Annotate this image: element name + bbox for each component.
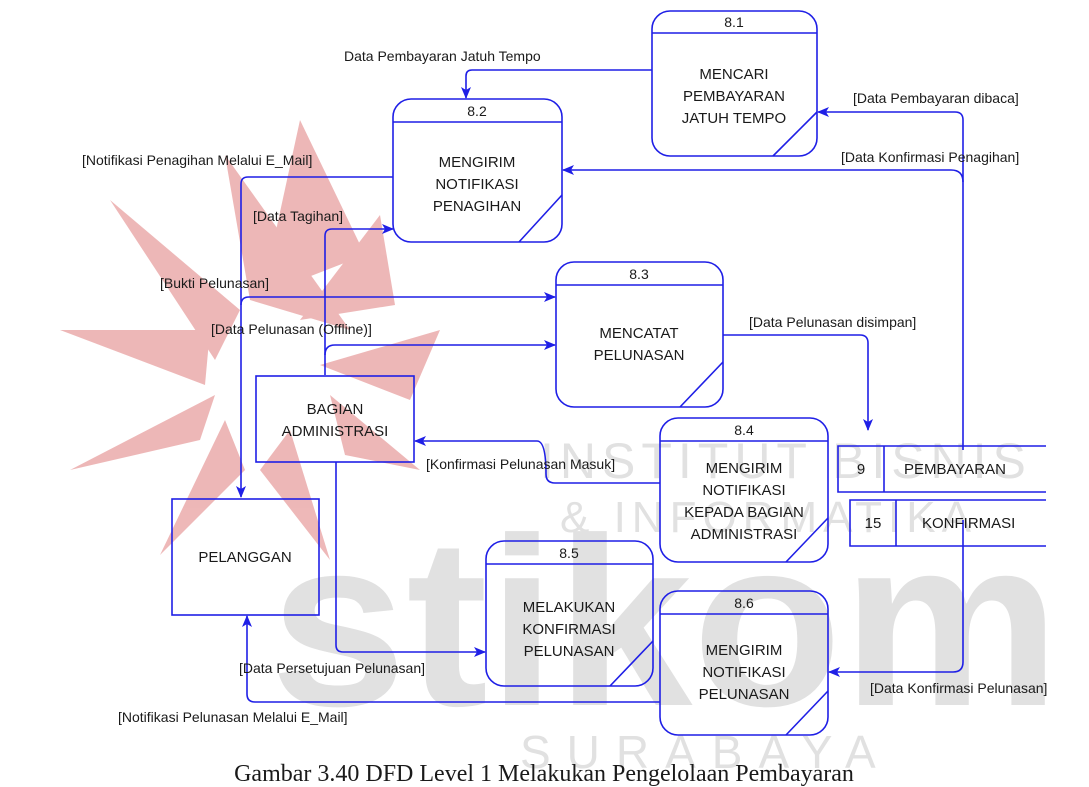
- process-label-line: KEPADA BAGIAN: [684, 504, 804, 521]
- datastore-name: PEMBAYARAN: [904, 461, 1006, 478]
- watermark-title: stikom: [270, 488, 1060, 756]
- flow-data-pembayaran-dibaca: [817, 107, 964, 450]
- flow-label: Data Pembayaran Jatuh Tempo: [344, 48, 541, 64]
- process-label-line: MENGIRIM: [439, 154, 516, 171]
- process-label-line: NOTIFIKASI: [435, 176, 518, 193]
- flow-data-pelunasan-offline: [324, 340, 556, 356]
- datastore-id: 9: [857, 461, 865, 478]
- flow-data-tagihan: [324, 224, 394, 375]
- process-id: 8.3: [629, 266, 649, 282]
- datastore-name: KONFIRMASI: [922, 515, 1015, 532]
- watermark-line2: & INFORMATIKA: [560, 493, 977, 542]
- process-label-line: JATUH TEMPO: [682, 110, 786, 127]
- process-label-line: PELUNASAN: [699, 686, 790, 703]
- flow-data-persetujuan-pelunasan: [335, 462, 486, 657]
- process-8-5: 8.5 MELAKUKAN KONFIRMASI PELUNASAN: [485, 540, 654, 687]
- process-id: 8.4: [734, 422, 754, 438]
- flow-label: [Data Konfirmasi Penagihan]: [841, 149, 1019, 165]
- watermark-wordmark: stikom INSTITUT BISNIS & INFORMATIKA SUR…: [270, 433, 1060, 778]
- process-id: 8.1: [724, 14, 744, 30]
- flow-konfirmasi-pelunasan-masuk: [414, 436, 660, 484]
- watermark: stikom INSTITUT BISNIS & INFORMATIKA SUR…: [60, 120, 1060, 778]
- datastore-konfirmasi: 15 KONFIRMASI: [849, 499, 1046, 547]
- flow-label: [Konfirmasi Pelunasan Masuk]: [426, 456, 615, 472]
- flow-label: [Data Pelunasan disimpan]: [749, 314, 916, 330]
- process-label-line: MENGIRIM: [706, 642, 783, 659]
- flow-label: [Data Pelunasan (Offline)]: [211, 321, 372, 337]
- process-8-2: 8.2 MENGIRIM NOTIFIKASI PENAGIHAN: [392, 98, 563, 243]
- process-8-6: 8.6 MENGIRIM NOTIFIKASI PELUNASAN: [659, 590, 829, 736]
- flow-label: [Notifikasi Penagihan Melalui E_Mail]: [82, 152, 312, 168]
- flow-labels: Data Pembayaran Jatuh Tempo [Data Pembay…: [82, 48, 1047, 725]
- entity-label-line: ADMINISTRASI: [282, 423, 389, 440]
- process-8-3: 8.3 MENCATAT PELUNASAN: [555, 261, 724, 408]
- flow-label: [Data Konfirmasi Pelunasan]: [870, 680, 1047, 696]
- process-label-line: KONFIRMASI: [522, 621, 615, 638]
- datastore-id: 15: [865, 515, 882, 532]
- flow-data-pelunasan-disimpan: [723, 334, 873, 431]
- process-label-line: MELAKUKAN: [523, 599, 616, 616]
- process-label-line: NOTIFIKASI: [702, 664, 785, 681]
- flow-label: [Bukti Pelunasan]: [160, 275, 269, 291]
- process-label-line: ADMINISTRASI: [691, 526, 798, 543]
- flow-notifikasi-pelunasan-email: [242, 615, 660, 703]
- process-id: 8.2: [467, 103, 487, 119]
- entity-label: PELANGGAN: [198, 549, 291, 566]
- flow-label: [Notifikasi Pelunasan Melalui E_Mail]: [118, 709, 348, 725]
- flow-label: [Data Persetujuan Pelunasan]: [239, 660, 425, 676]
- process-label-line: NOTIFIKASI: [702, 482, 785, 499]
- flow-label: [Data Pembayaran dibaca]: [853, 90, 1019, 106]
- process-label-line: PELUNASAN: [594, 347, 685, 364]
- flow-data-konfirmasi-pelunasan: [828, 520, 964, 677]
- process-label-line: PEMBAYARAN: [683, 88, 785, 105]
- datastore-pembayaran: 9 PEMBAYARAN: [837, 445, 1046, 493]
- process-8-4: 8.4 MENGIRIM NOTIFIKASI KEPADA BAGIAN AD…: [659, 417, 829, 563]
- entity-pelanggan: PELANGGAN: [171, 498, 320, 616]
- data-flows: [236, 69, 964, 703]
- entity-label-line: BAGIAN: [307, 401, 364, 418]
- watermark-line1: INSTITUT BISNIS: [540, 433, 1032, 489]
- watermark-star-icon: [60, 120, 440, 560]
- entity-bagian-administrasi: BAGIAN ADMINISTRASI: [255, 375, 415, 463]
- flow-notifikasi-penagihan-email: [236, 176, 393, 498]
- process-8-1: 8.1 MENCARI PEMBAYARAN JATUH TEMPO: [651, 10, 818, 157]
- flow-label: [Data Tagihan]: [253, 208, 343, 224]
- figure-caption: Gambar 3.40 DFD Level 1 Melakukan Pengel…: [234, 761, 854, 787]
- process-id: 8.5: [559, 545, 579, 561]
- flow-data-pembayaran-jatuh-tempo: [461, 69, 652, 99]
- flow-bukti-pelunasan: [240, 292, 556, 306]
- process-id: 8.6: [734, 595, 754, 611]
- process-label-line: PELUNASAN: [524, 643, 615, 660]
- process-label-line: PENAGIHAN: [433, 198, 521, 215]
- flow-data-konfirmasi-penagihan: [562, 165, 964, 183]
- process-label-line: MENGIRIM: [706, 460, 783, 477]
- process-label-line: MENCATAT: [599, 325, 678, 342]
- process-label-line: MENCARI: [699, 66, 768, 83]
